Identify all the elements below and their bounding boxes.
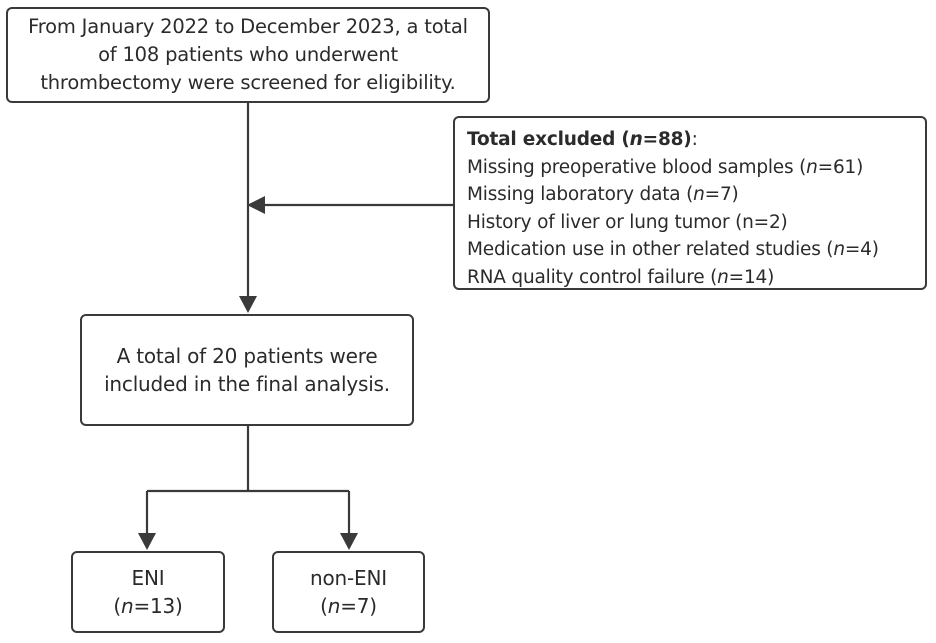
- exclusion-item: History of liver or lung tumor (n=2): [467, 211, 788, 233]
- exclusion-item: Missing laboratory data (n=7): [467, 184, 739, 205]
- screening-line-3: thrombectomy were screened for eligibili…: [40, 71, 456, 94]
- noneni-group-box: non-ENI (n=7): [272, 551, 425, 633]
- arrow-to-eni-icon: [138, 533, 156, 550]
- noneni-label: non-ENI: [310, 566, 387, 590]
- exclusion-title-colon: :: [691, 129, 698, 150]
- included-box: A total of 20 patients were included in …: [80, 314, 414, 426]
- exclusion-item: Missing preoperative blood samples (n=61…: [467, 156, 864, 178]
- screening-box: From January 2022 to December 2023, a to…: [6, 7, 490, 103]
- arrow-to-included-icon: [239, 296, 257, 313]
- screening-line-2: of 108 patients who underwent: [98, 43, 398, 66]
- noneni-count: (n=7): [320, 594, 377, 618]
- included-line-1: A total of 20 patients were: [116, 344, 378, 368]
- screening-line-1: From January 2022 to December 2023, a to…: [28, 15, 468, 38]
- exclusion-title: Total excluded (n=88):: [467, 126, 915, 154]
- exclusion-title-prefix: Total excluded (: [467, 129, 630, 150]
- exclusion-item: RNA quality control failure (n=14): [467, 266, 775, 288]
- exclusion-item: Medication use in other related studies …: [467, 239, 879, 260]
- exclusion-title-count: =88): [642, 129, 692, 150]
- eni-group-box: ENI (n=13): [71, 551, 225, 633]
- eni-count: (n=13): [113, 594, 183, 618]
- exclusion-title-n: n: [629, 129, 643, 150]
- exclusion-box: Total excluded (n=88): Missing preoperat…: [453, 116, 927, 290]
- included-line-2: included in the final analysis.: [104, 372, 390, 396]
- arrow-to-noneni-icon: [340, 533, 358, 550]
- eni-label: ENI: [131, 566, 165, 590]
- arrow-to-exclusion-branch-icon: [247, 196, 265, 214]
